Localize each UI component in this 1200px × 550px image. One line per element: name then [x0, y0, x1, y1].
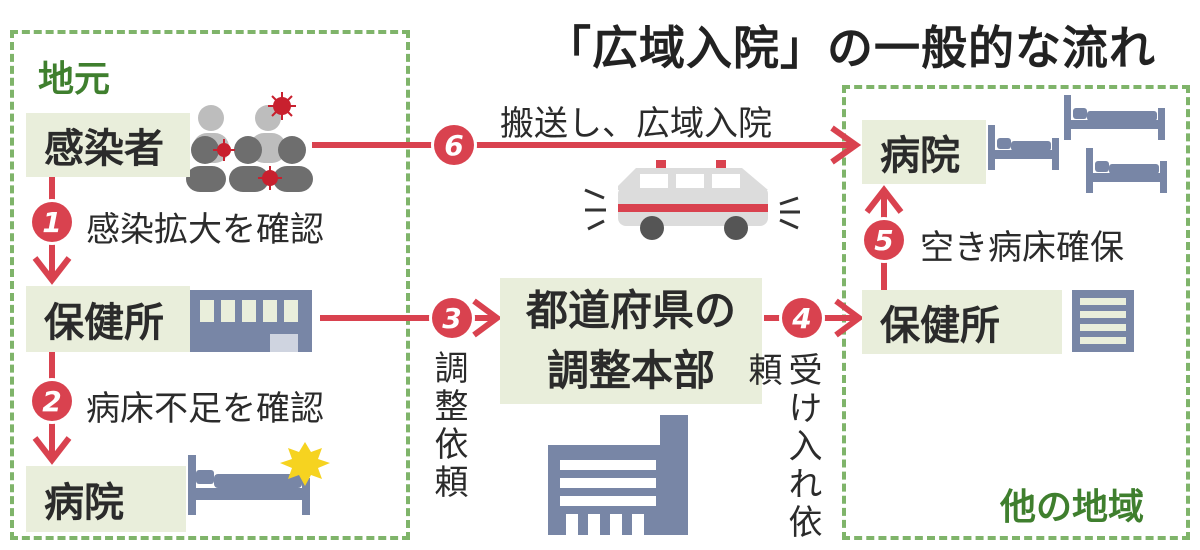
- node-infected: 感染者: [26, 113, 190, 177]
- people-group-icon: [186, 105, 313, 192]
- node-local-hospital: 病院: [26, 466, 186, 532]
- local-region-label: 地元: [38, 59, 111, 100]
- hq-line-2: 調整本部: [546, 346, 715, 395]
- hospital-bed-icon: [188, 455, 310, 515]
- step-label-4: 受け入れ依頼: [742, 352, 822, 542]
- local-region: [10, 30, 410, 540]
- hospital-bed-icon: [1086, 148, 1167, 193]
- office-building-icon: [190, 290, 312, 352]
- other-region-label: 他の地域: [1000, 487, 1145, 528]
- step-label-5: 空き病床確保: [920, 228, 1124, 268]
- arrow-step-6: [312, 125, 862, 165]
- node-prefecture-hq: 都道府県の 調整本部: [500, 278, 762, 404]
- node-local-health-center: 保健所: [26, 286, 190, 352]
- alert-burst-icon: [280, 442, 330, 486]
- step-badge-2: 2: [32, 381, 72, 421]
- other-region: [842, 85, 1190, 540]
- step-label-3: 調整依頼: [428, 350, 468, 502]
- node-other-hospital: 病院: [862, 120, 986, 184]
- step-label-6: 搬送し、広域入院: [500, 104, 772, 144]
- step-badge-6: 6: [434, 125, 474, 165]
- step-badge-3: 3: [432, 298, 472, 338]
- step-badge-1: 1: [32, 202, 72, 242]
- step-label-1: 感染拡大を確認: [86, 210, 324, 250]
- hospital-bed-icon: [1064, 95, 1165, 140]
- ambulance-icon: [584, 160, 800, 240]
- virus-icon: [213, 92, 296, 190]
- step-label-2: 病床不足を確認: [86, 389, 324, 429]
- hospital-bed-icon: [988, 125, 1059, 170]
- hq-line-1: 都道府県の: [525, 286, 736, 335]
- page-title: 「広域入院」の一般的な流れ: [545, 21, 1156, 75]
- node-other-health-center: 保健所: [862, 290, 1062, 354]
- office-building-icon: [548, 415, 688, 535]
- step-badge-5: 5: [864, 220, 904, 260]
- office-building-icon: [1072, 290, 1134, 352]
- step-badge-4: 4: [782, 298, 822, 338]
